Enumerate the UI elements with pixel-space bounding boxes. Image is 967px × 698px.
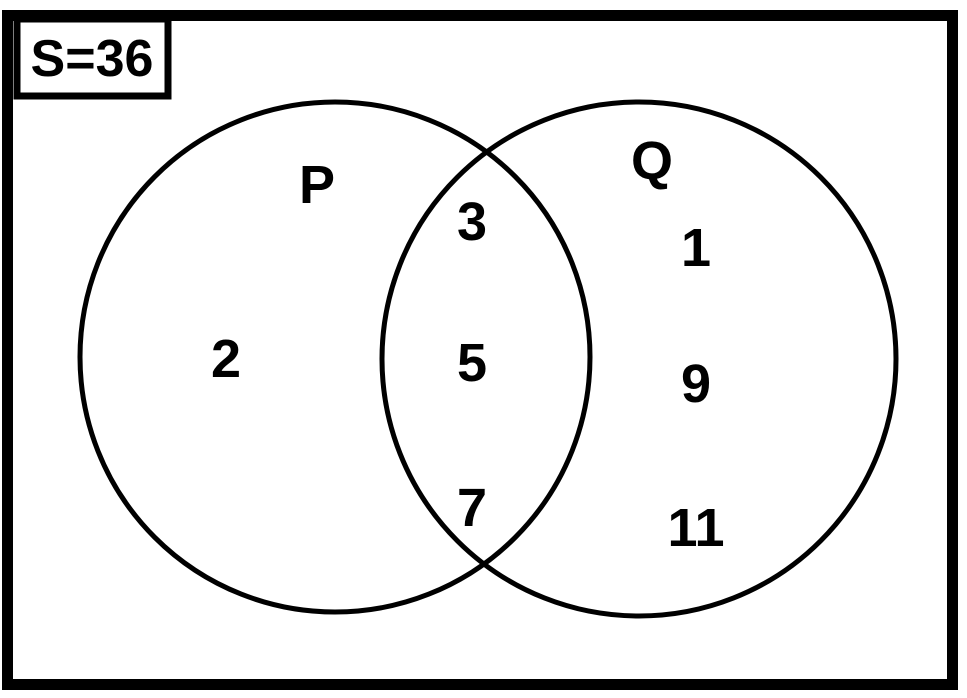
- set-q-label: Q: [631, 131, 673, 191]
- set-q-value: 1: [681, 218, 711, 278]
- universe-label-box: [13, 15, 172, 100]
- set-q-value: 11: [667, 498, 724, 558]
- intersection-value: 5: [457, 333, 487, 393]
- set-q-value: 9: [681, 354, 711, 414]
- intersection-value: 3: [457, 192, 487, 252]
- set-p-label: P: [299, 155, 335, 215]
- set-p-value: 2: [211, 329, 241, 389]
- set-p-circle: [77, 99, 593, 615]
- universe-border: [2, 10, 958, 690]
- set-q-circle: [379, 99, 899, 619]
- intersection-value: 7: [457, 478, 487, 538]
- universe-label: S=36: [31, 30, 154, 88]
